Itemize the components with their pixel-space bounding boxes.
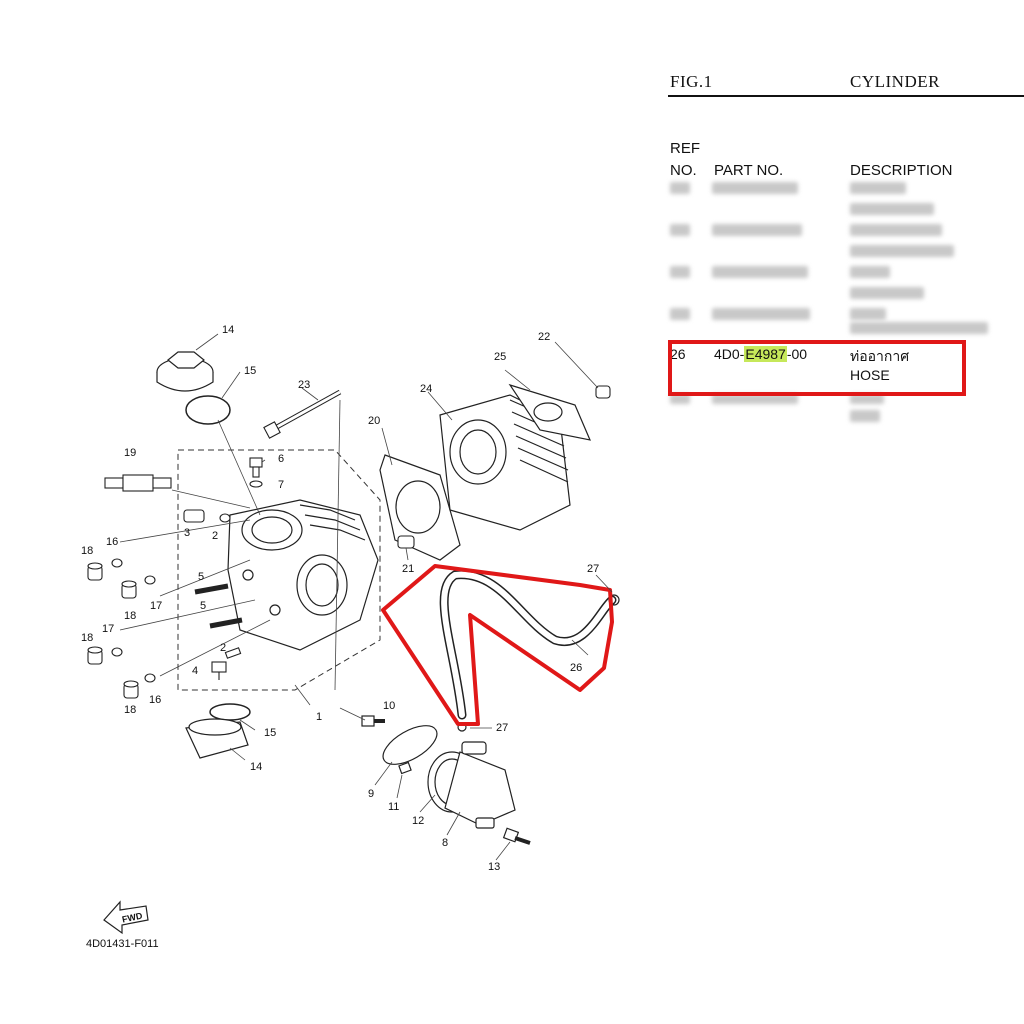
label-27-top: 27 — [587, 563, 599, 575]
label-2-top: 2 — [212, 530, 218, 542]
label-20: 20 — [368, 415, 380, 427]
intake-manifold — [185, 718, 249, 759]
cylinder-dowel — [595, 385, 611, 399]
figure-title: CYLINDER — [850, 72, 940, 91]
cylinder-base-gasket — [508, 383, 592, 441]
label-11: 11 — [388, 801, 399, 813]
air-hose — [439, 570, 617, 720]
air-hose-inner — [441, 571, 615, 718]
label-24: 24 — [420, 383, 432, 395]
diagram-code: 4D01431-F011 — [86, 938, 159, 950]
part-number-suffix: -00 — [786, 346, 808, 362]
label-9: 9 — [368, 788, 374, 800]
row-description-thai: ท่ออากาศ — [850, 348, 910, 364]
label-4: 4 — [192, 665, 198, 677]
label-14-bottom: 14 — [250, 761, 262, 773]
row-ref-number: 26 — [670, 346, 686, 362]
row-part-number: 4D0-E4987-00 — [714, 346, 807, 362]
air-valve-assembly — [361, 715, 531, 845]
label-10: 10 — [383, 700, 395, 712]
label-15-bottom: 15 — [264, 727, 276, 739]
label-18-c: 18 — [81, 632, 93, 644]
hose-highlight-outline — [381, 564, 614, 726]
cylinder-head — [227, 499, 379, 651]
label-27-bottom: 27 — [496, 722, 508, 734]
label-16-top: 16 — [106, 536, 118, 548]
stud-bolt — [263, 389, 342, 439]
o-ring-bottom — [209, 703, 251, 721]
col-part-no: PART NO. — [714, 162, 784, 179]
row-description-english: HOSE — [850, 367, 890, 383]
o-ring-top — [185, 395, 231, 425]
label-21: 21 — [402, 563, 414, 575]
label-13: 13 — [488, 861, 500, 873]
cylinder-head-gasket — [379, 454, 461, 561]
cylinder-head-group-boundary — [177, 449, 381, 691]
label-14-top: 14 — [222, 324, 234, 336]
studs-and-plugs — [183, 509, 243, 680]
label-8: 8 — [442, 837, 448, 849]
bolt-and-washer — [249, 457, 263, 488]
header-rule — [668, 95, 1024, 97]
label-1: 1 — [316, 711, 322, 723]
label-18-d: 18 — [124, 704, 136, 716]
label-18-a: 18 — [81, 545, 93, 557]
col-description: DESCRIPTION — [850, 162, 953, 179]
part-number-highlight: E4987 — [744, 346, 787, 362]
label-18-b: 18 — [124, 610, 136, 622]
forward-arrow-icon: FWD — [103, 900, 149, 935]
cap-nuts-washers — [87, 558, 156, 699]
leader-lines — [119, 333, 613, 861]
dowel-pin — [397, 535, 415, 549]
label-26: 26 — [570, 662, 582, 674]
col-ref-line2: NO. — [670, 162, 697, 179]
row-highlight-box — [668, 340, 966, 396]
label-23: 23 — [298, 379, 310, 391]
label-19: 19 — [124, 447, 136, 459]
label-2-bottom: 2 — [220, 642, 226, 654]
part-number-prefix: 4D0- — [714, 346, 745, 362]
label-6: 6 — [278, 453, 284, 465]
label-25: 25 — [494, 351, 506, 363]
fwd-label: FWD — [121, 910, 144, 924]
label-17-bottom: 17 — [102, 623, 114, 635]
label-15-top: 15 — [244, 365, 256, 377]
exploded-parts-diagram: 14 15 23 19 6 7 3 2 20 24 25 22 21 16 18… — [81, 324, 620, 950]
label-7: 7 — [278, 479, 284, 491]
label-16-bottom: 16 — [149, 694, 161, 706]
col-ref-line1: REF — [670, 140, 700, 157]
cylinder — [439, 394, 571, 531]
spark-plug — [104, 474, 172, 492]
label-5-top: 5 — [198, 571, 204, 583]
label-5-bottom: 5 — [200, 600, 206, 612]
label-17-top: 17 — [150, 600, 162, 612]
label-22: 22 — [538, 331, 550, 343]
label-3: 3 — [184, 527, 190, 539]
figure-number: FIG.1 — [670, 72, 713, 91]
oil-filler-cap-top — [156, 351, 214, 392]
label-12: 12 — [412, 815, 424, 827]
